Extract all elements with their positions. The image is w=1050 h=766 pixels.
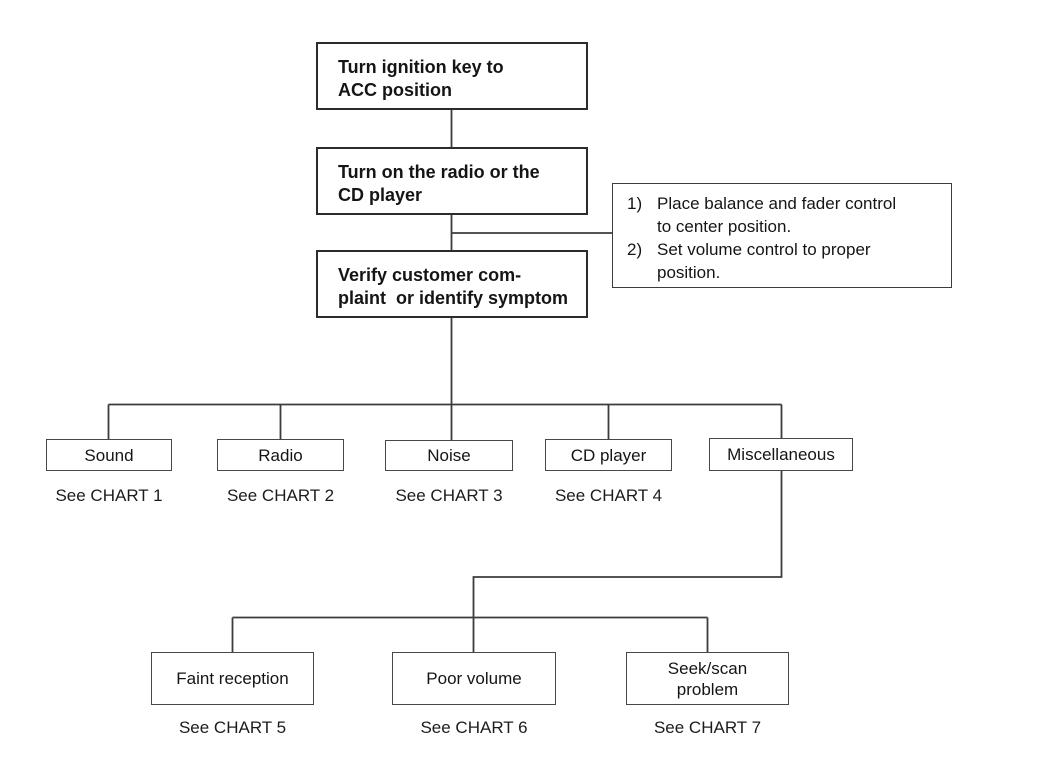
symptom-label-cd-player: CD player [570,445,647,465]
symptom-label-noise: Noise [427,446,471,465]
symptom-box-cd-player: CD player [545,439,672,471]
symptom-label-miscellaneous: Miscellaneous [727,445,835,464]
symptom-box-sound: Sound [46,439,172,471]
note-item-1: 1) Place balance and fader control to ce… [627,192,943,238]
step-label-turn-on-radio: Turn on the radio or the CD player [338,162,540,205]
symptom-box-noise: Noise [385,440,513,471]
chart-ref-2: See CHART 2 [226,486,335,505]
chart-ref-7: See CHART 7 [653,718,762,737]
misc-label-faint-reception: Faint reception [176,669,289,688]
step-box-turn-on-radio: Turn on the radio or the CD player [316,147,588,215]
note-item-2: 2) Set volume control to proper position… [627,238,943,284]
note-box: 1) Place balance and fader control to ce… [612,183,952,288]
misc-label-poor-volume: Poor volume [426,669,522,688]
chart-ref-5: See CHART 5 [178,718,287,737]
chart-ref-6: See CHART 6 [420,718,528,737]
chart-ref-4: See CHART 4 [554,486,663,505]
note-item-2-text: Set volume control to proper position. [657,240,871,282]
step-label-verify-complaint: Verify customer com- plaint or identify … [338,265,569,308]
note-item-1-number: 1) [627,194,643,213]
chart-ref-1: See CHART 1 [55,486,163,505]
misc-box-seek-scan-problem: Seek/scan problem [626,652,789,705]
note-item-2-number: 2) [627,240,643,259]
misc-box-faint-reception: Faint reception [151,652,314,705]
symptom-label-sound: Sound [84,445,134,465]
symptom-box-miscellaneous: Miscellaneous [709,438,853,471]
chart-ref-3: See CHART 3 [395,486,503,505]
step-label-ignition: Turn ignition key to ACC position [338,57,504,100]
symptom-label-radio: Radio [258,445,303,465]
misc-descender [472,471,783,653]
misc-label-seek-scan-problem: Seek/scan problem [667,658,748,699]
symptom-box-radio: Radio [217,439,344,471]
step-box-verify-complaint: Verify customer com- plaint or identify … [316,250,588,318]
step-box-ignition: Turn ignition key to ACC position [316,42,588,110]
misc-box-poor-volume: Poor volume [392,652,556,705]
note-item-1-text: Place balance and fader control to cente… [657,194,897,236]
